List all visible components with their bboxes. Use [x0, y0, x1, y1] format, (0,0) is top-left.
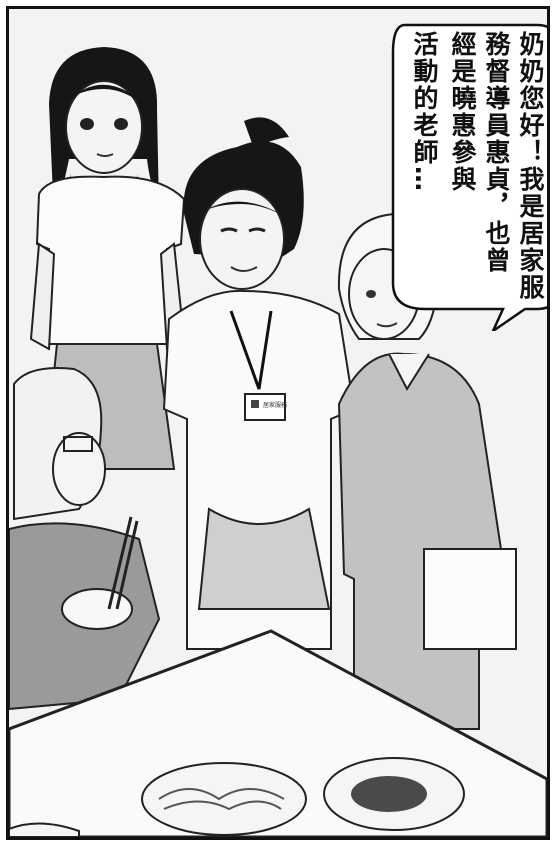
grandmother-figure: [9, 367, 161, 711]
dining-table: [9, 629, 547, 837]
staff-member-figure: 居家服務: [162, 117, 356, 650]
noodle-plate: [141, 762, 307, 836]
speech-bubble: 奶奶您好！我是居家服 務督導員惠貞，也曾 經是曉惠參與 活動的老師…: [385, 13, 547, 331]
speech-line-4: 活動的老師…: [410, 31, 439, 193]
id-badge-text: 居家服務: [263, 401, 287, 409]
speech-line-1: 奶奶您好！我是居家服: [516, 31, 545, 301]
rice-bowl: [61, 588, 133, 630]
speech-line-3: 經是曉惠參與: [448, 31, 477, 193]
clipboard: [423, 548, 517, 650]
comic-panel: 居家服務: [6, 6, 550, 840]
speech-line-2: 務督導員惠貞，也曾: [482, 31, 511, 274]
